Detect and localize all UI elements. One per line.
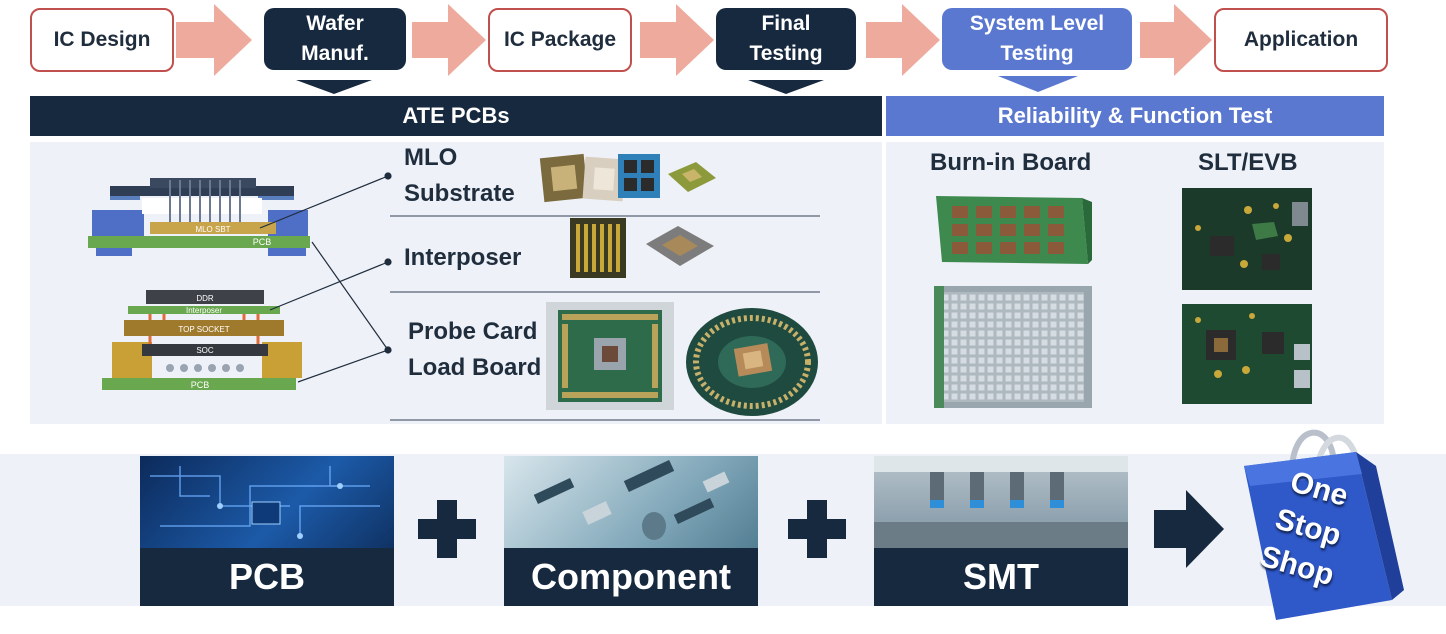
ate-pcbs-banner: ATE PCBs: [30, 96, 882, 136]
pcb-circuit-art: [150, 466, 380, 539]
component-art: [533, 459, 730, 540]
label-probe-card-load-board: Probe Card Load Board: [408, 318, 542, 381]
pcb-service-card: PCB: [140, 456, 394, 606]
flow-arrow-4: [866, 4, 940, 76]
stack-label-pcb-top: PCB: [253, 237, 272, 247]
flow-arrows: [176, 4, 1212, 94]
flow-arrow-1: [176, 4, 252, 76]
smt-machine-art: [874, 456, 1128, 548]
component-service-caption: Component: [504, 548, 758, 606]
step-wafer-manuf: Wafer Manuf.: [264, 8, 406, 70]
flow-arrow-5: [1140, 4, 1212, 76]
down-arrow-wafer: [296, 80, 372, 94]
probe-card-image: [546, 302, 674, 410]
slt-evb-image-1: [1182, 188, 1312, 290]
bag-handle: [1289, 429, 1337, 473]
flow-arrow-3: [640, 4, 714, 76]
stack-label-soc: SOC: [196, 346, 214, 355]
label-slt-evb: SLT/EVB: [1198, 149, 1298, 176]
socket-stack-diagram: DDR Interposer TOP SOCKET SOC PCB: [102, 290, 302, 390]
label-burn-in-board: Burn-in Board: [930, 149, 1092, 176]
step-application: Application: [1214, 8, 1388, 72]
cross-section-diagrams: MLO SBT PCB DDR Interposer TOP SOCKET SO…: [88, 172, 820, 421]
pcb-service-caption: PCB: [140, 548, 394, 606]
smt-service-card: SMT: [874, 456, 1128, 606]
label-interposer: Interposer: [404, 244, 522, 271]
reliability-banner: Reliability & Function Test: [886, 96, 1384, 136]
stack-label-interposer: Interposer: [186, 306, 222, 315]
mlo-substrate-image: [539, 153, 716, 203]
row-separators: [390, 215, 820, 421]
step-ic-design: IC Design: [30, 8, 174, 72]
step-final-testing: Final Testing: [716, 8, 856, 70]
slt-evb-image-2: [1182, 304, 1312, 404]
flow-arrow-2: [412, 4, 486, 76]
step-system-level-testing: System Level Testing: [942, 8, 1132, 70]
load-board-image: [686, 308, 818, 416]
leader-lines: [259, 172, 392, 383]
shopping-bag-icon: [1244, 429, 1404, 620]
interposer-image: [570, 218, 714, 278]
label-mlo-substrate: MLO Substrate: [404, 144, 515, 207]
plus-icon-1: [418, 500, 476, 558]
burn-in-board-image-1: [936, 196, 1092, 264]
stack-label-ddr: DDR: [196, 294, 214, 303]
down-arrow-final: [748, 80, 824, 94]
burn-in-board-image-2: [934, 286, 1092, 408]
component-service-card: Component: [504, 456, 758, 606]
stack-label-top-socket: TOP SOCKET: [178, 325, 229, 334]
smt-service-caption: SMT: [874, 548, 1128, 606]
mlo-package-diagram: MLO SBT PCB: [88, 178, 310, 256]
right-arrow-icon: [1154, 490, 1224, 568]
plus-icon-2: [788, 500, 846, 558]
stack-label-pcb-bottom: PCB: [191, 380, 210, 390]
stack-label-mlo-sbt: MLO SBT: [195, 225, 230, 234]
step-ic-package: IC Package: [488, 8, 632, 72]
down-arrow-slt: [998, 76, 1078, 92]
